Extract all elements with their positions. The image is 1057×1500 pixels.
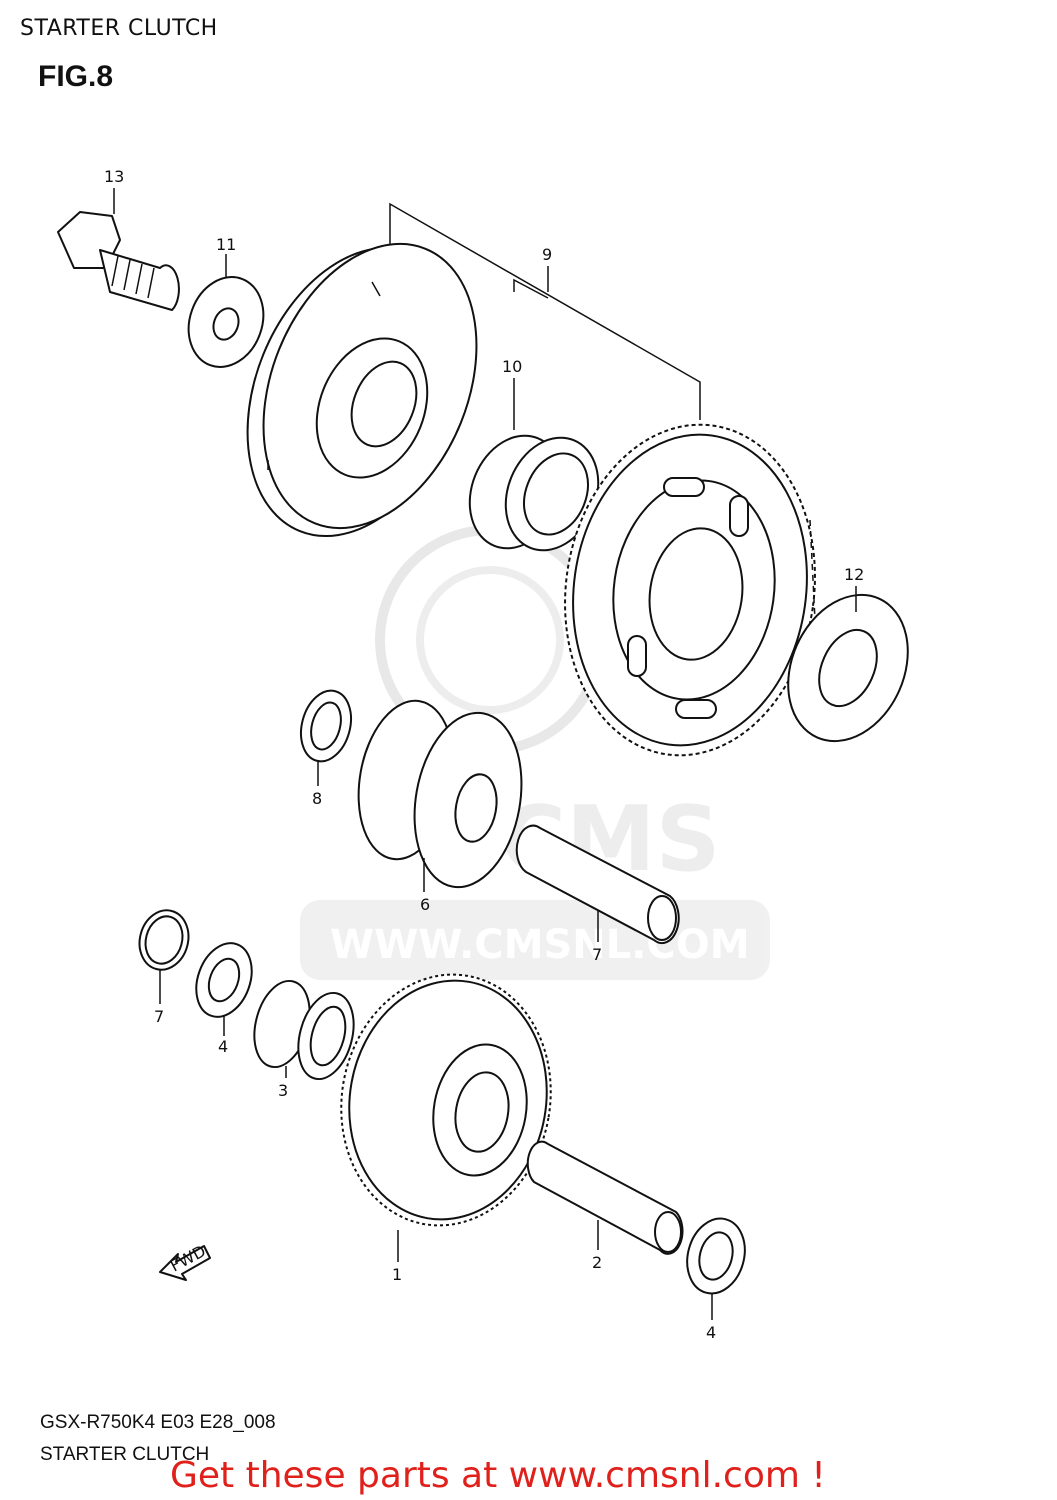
callout-10: 10: [502, 357, 522, 376]
callout-2: 2: [592, 1253, 602, 1272]
part-driven-gear: [564, 423, 817, 757]
callout-4-lower: 4: [706, 1323, 716, 1342]
part-11-washer: [187, 254, 265, 368]
callout-13: 13: [104, 167, 124, 186]
part-4-washer-lower: [686, 1217, 746, 1320]
part-5-circlip: [138, 909, 190, 1004]
part-6-idle-gear: [357, 699, 523, 892]
footer-title: STARTER CLUTCH: [40, 1444, 210, 1465]
page-title: STARTER CLUTCH: [20, 16, 218, 41]
part-clutch-housing: [246, 242, 478, 538]
callout-5: 7: [154, 1007, 164, 1026]
callout-8: 8: [312, 789, 322, 808]
watermark-url: WWW.CMSNL.COM: [330, 922, 750, 968]
callout-1: 1: [392, 1265, 402, 1284]
part-7-shaft: [515, 824, 680, 945]
part-8-washer: [300, 689, 352, 786]
callout-3: 3: [278, 1081, 288, 1100]
part-4-washer-upper: [195, 942, 253, 1036]
figure-number: FIG.8: [38, 60, 114, 93]
part-13-bolt: [57, 188, 180, 311]
part-1-starter-gear: [340, 973, 552, 1262]
promo-link[interactable]: Get these parts at www.cmsnl.com !: [170, 1455, 826, 1496]
callout-7: 7: [592, 945, 602, 964]
model-code: GSX-R750K4 E03 E28_008: [40, 1412, 276, 1433]
part-3-needle-bearing: [253, 979, 355, 1081]
part-12-washer: [787, 586, 909, 743]
callout-6: 6: [420, 895, 430, 914]
callout-11: 11: [216, 235, 236, 254]
callout-9: 9: [542, 245, 552, 264]
part-2-shaft: [526, 1140, 684, 1255]
callout-labels: 13 11 9 10 12 8 6 7 7 4 3 1 2 4: [104, 167, 864, 1342]
callout-12: 12: [844, 565, 864, 584]
fwd-arrow-icon: FWD: [159, 1241, 211, 1281]
callout-4-upper: 4: [218, 1037, 228, 1056]
part-9-bracket-lines: [389, 202, 701, 420]
